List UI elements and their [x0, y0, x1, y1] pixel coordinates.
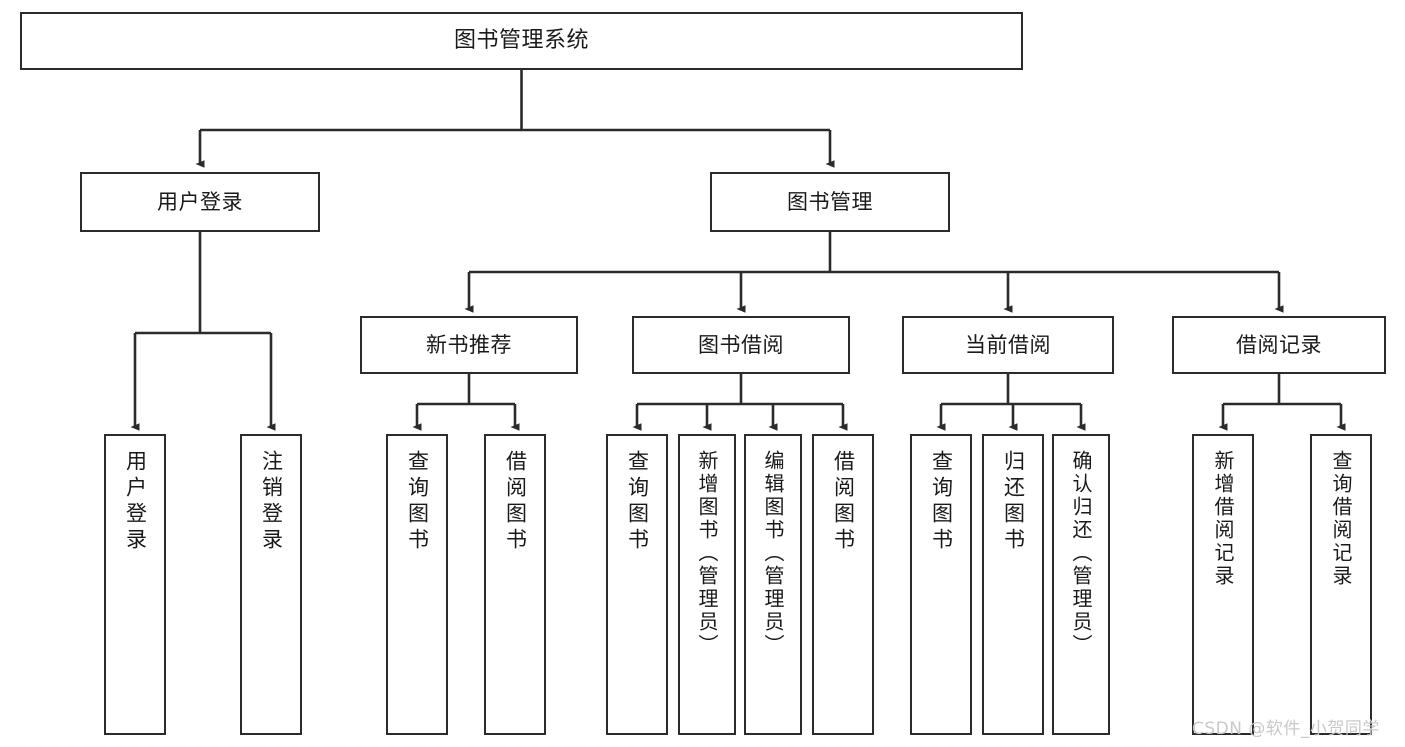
node-label: 归还图书 — [1001, 450, 1026, 554]
node-label: 查询借阅记录 — [1329, 450, 1353, 588]
node-label: 查询图书 — [405, 450, 430, 554]
node-book-borrow[interactable]: 图书借阅 — [632, 316, 850, 374]
node-label: 图书管理系统 — [453, 28, 589, 54]
node-root-system[interactable]: 图书管理系统 — [20, 12, 1023, 70]
node-borrow-record[interactable]: 借阅记录 — [1172, 316, 1386, 374]
node-label: 图书借阅 — [698, 332, 784, 357]
leaf-confirm-return-admin[interactable]: 确认归还（管理员） — [1052, 434, 1110, 735]
node-label: 借阅图书 — [503, 450, 528, 554]
node-current-borrow[interactable]: 当前借阅 — [902, 316, 1114, 374]
leaf-return-book[interactable]: 归还图书 — [982, 434, 1044, 735]
node-label: 借阅记录 — [1236, 332, 1322, 357]
leaf-user-login[interactable]: 用户登录 — [104, 434, 166, 735]
leaf-logout[interactable]: 注销登录 — [240, 434, 302, 735]
leaf-add-borrow-record[interactable]: 新增借阅记录 — [1192, 434, 1254, 735]
node-label: 用户登录 — [157, 189, 243, 214]
node-label: 用户登录 — [123, 450, 148, 554]
node-label: 查询图书 — [929, 450, 954, 554]
node-label: 新增借阅记录 — [1211, 450, 1235, 588]
node-label: 图书管理 — [787, 189, 873, 214]
csdn-watermark: CSDN @软件_小贺同学 — [1192, 719, 1380, 739]
node-label: 确认归还（管理员） — [1069, 450, 1093, 657]
leaf-query-book-recommend[interactable]: 查询图书 — [386, 434, 448, 735]
node-label: 编辑图书（管理员） — [761, 450, 785, 657]
leaf-borrow-book[interactable]: 借阅图书 — [812, 434, 874, 735]
node-label: 新增图书（管理员） — [695, 450, 719, 657]
node-new-book-recommend[interactable]: 新书推荐 — [360, 316, 578, 374]
leaf-add-book-admin[interactable]: 新增图书（管理员） — [678, 434, 736, 735]
node-label: 新书推荐 — [426, 332, 512, 357]
node-label: 注销登录 — [259, 450, 284, 554]
node-label: 借阅图书 — [831, 450, 856, 554]
leaf-query-book-borrow[interactable]: 查询图书 — [606, 434, 668, 735]
node-label: 查询图书 — [625, 450, 650, 554]
node-label: 当前借阅 — [965, 332, 1051, 357]
node-user-login[interactable]: 用户登录 — [80, 172, 320, 232]
leaf-query-borrow-record[interactable]: 查询借阅记录 — [1310, 434, 1372, 735]
leaf-query-book-current[interactable]: 查询图书 — [910, 434, 972, 735]
node-book-management[interactable]: 图书管理 — [710, 172, 950, 232]
leaf-borrow-book-recommend[interactable]: 借阅图书 — [484, 434, 546, 735]
leaf-edit-book-admin[interactable]: 编辑图书（管理员） — [744, 434, 802, 735]
